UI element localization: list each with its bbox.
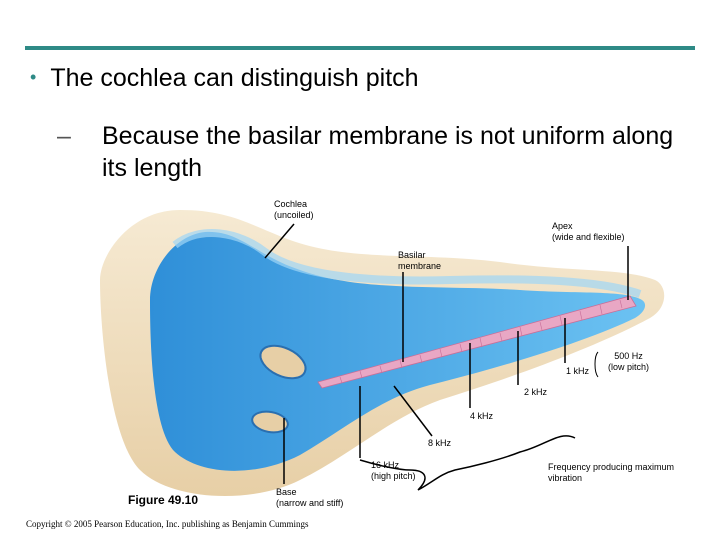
khz16-label: 16 kHz (high pitch) xyxy=(371,460,416,481)
title-rule xyxy=(25,46,695,50)
sub-bullet-dash: – xyxy=(57,122,71,150)
khz8-label: 8 kHz xyxy=(428,438,452,448)
sub-bullet-text: Because the basilar membrane is not unif… xyxy=(102,122,674,182)
figure-label: Figure 49.10 xyxy=(128,493,199,507)
khz1-label: 1 kHz xyxy=(566,366,590,376)
copyright-notice: Copyright © 2005 Pearson Education, Inc.… xyxy=(26,519,309,529)
khz8-pointer xyxy=(393,385,433,437)
cochlea-pointer xyxy=(264,223,295,259)
main-bullet-text: The cochlea can distinguish pitch xyxy=(50,64,419,92)
base-label: Base (narrow and stiff) xyxy=(276,487,344,508)
bullet-dot-icon: • xyxy=(30,67,37,87)
basilar-membrane-striations xyxy=(339,299,623,384)
khz4-label: 4 kHz xyxy=(470,411,494,421)
oval-window xyxy=(259,344,307,380)
basilar-membrane-label: Basilar membrane xyxy=(398,250,442,271)
round-window xyxy=(251,410,289,434)
hz500-label: 500 Hz (low pitch) xyxy=(608,351,650,372)
frequency-max-label: Frequency producing maximum vibration xyxy=(548,462,675,483)
khz2-label: 2 kHz xyxy=(524,387,548,397)
sub-bullet: – Because the basilar membrane is not un… xyxy=(57,120,697,184)
cochlea-label: Cochlea (uncoiled) xyxy=(274,199,314,220)
main-bullet: • The cochlea can distinguish pitch xyxy=(30,64,419,93)
apex-label: Apex (wide and flexible) xyxy=(552,221,625,242)
hz500-bracket xyxy=(594,351,599,378)
basilar-membrane xyxy=(317,295,637,389)
frequency-brace xyxy=(359,435,576,491)
cochlea-fluid-canal xyxy=(150,231,646,471)
cochlea-upper-band xyxy=(172,229,642,298)
